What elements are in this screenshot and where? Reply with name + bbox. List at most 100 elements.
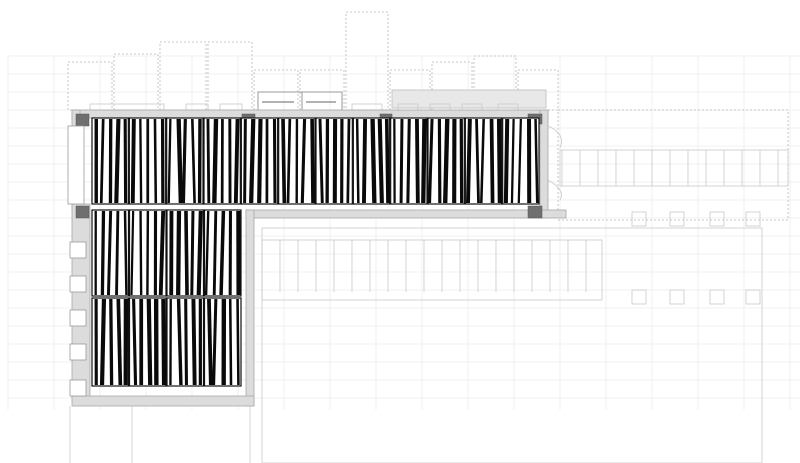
slat: [146, 119, 150, 203]
slat: [318, 119, 324, 203]
slat: [221, 299, 227, 385]
roof-strip: [391, 89, 547, 109]
slat: [139, 299, 144, 385]
slat: [99, 299, 107, 385]
slat: [115, 211, 120, 295]
slat: [236, 211, 241, 295]
slat: [167, 119, 172, 203]
slat: [139, 211, 143, 295]
slat: [219, 211, 226, 295]
slat: [169, 211, 174, 295]
slat: [176, 119, 184, 203]
extension-lines: [69, 406, 251, 463]
slat: [184, 211, 189, 295]
slat: [452, 119, 457, 203]
slat: [443, 119, 450, 203]
slat: [123, 119, 128, 203]
slat: [106, 211, 113, 295]
slat: [212, 299, 218, 385]
slat: [197, 119, 202, 203]
slat: [204, 211, 210, 295]
slat: [207, 299, 213, 385]
slat: [123, 299, 129, 385]
slat: [243, 119, 247, 203]
slat: [265, 119, 269, 203]
slat: [184, 299, 188, 385]
slat-bays: [91, 117, 540, 387]
slat: [393, 119, 396, 203]
slat: [496, 119, 502, 203]
slat: [123, 211, 128, 295]
slat: [158, 211, 166, 295]
slat: [228, 211, 232, 295]
slat: [228, 119, 232, 203]
slat: [236, 299, 240, 385]
slat: [176, 211, 182, 295]
slat: [475, 119, 480, 203]
slat: [406, 119, 411, 203]
slat: [228, 299, 233, 385]
slat: [153, 299, 159, 385]
slat: [176, 299, 183, 385]
slat: [161, 299, 166, 385]
slat: [191, 119, 196, 203]
slat: [94, 299, 98, 385]
slat: [191, 299, 197, 385]
slat: [146, 299, 153, 385]
slat: [340, 119, 344, 203]
slat: [108, 119, 113, 203]
slat: [300, 119, 307, 203]
slat: [198, 299, 202, 385]
slat: [428, 119, 434, 203]
slat: [100, 211, 106, 295]
slat: [116, 299, 123, 385]
slat: [212, 211, 218, 295]
slat: [130, 211, 135, 295]
slat: [332, 119, 338, 203]
slat: [466, 119, 472, 203]
slat: [534, 119, 539, 203]
slat: [94, 211, 97, 295]
slat: [99, 119, 105, 203]
slat: [206, 119, 211, 203]
slat: [286, 119, 292, 203]
courtyard: [261, 125, 789, 463]
slat: [510, 119, 515, 203]
slat: [295, 119, 299, 203]
slat: [346, 119, 351, 203]
slat: [160, 119, 165, 203]
slat: [94, 119, 98, 203]
slat: [325, 119, 330, 203]
slat: [139, 119, 143, 203]
slat: [503, 119, 510, 203]
slat: [421, 119, 427, 203]
slat: [249, 119, 256, 203]
slat: [181, 119, 187, 203]
slat: [480, 119, 485, 203]
slat: [132, 299, 138, 385]
piers: [631, 211, 761, 305]
slat: [415, 119, 420, 203]
slat: [114, 119, 121, 203]
courtyard-seating-rows: [261, 150, 779, 292]
slat: [399, 119, 404, 203]
slat: [361, 119, 368, 203]
slat: [196, 211, 203, 295]
slat: [190, 211, 195, 295]
slat: [257, 119, 263, 203]
slat: [212, 119, 219, 203]
slat: [220, 119, 224, 203]
slat: [153, 119, 158, 203]
slat: [370, 119, 377, 203]
slat: [233, 119, 240, 203]
slat: [130, 119, 136, 203]
slat: [384, 119, 390, 203]
slat: [489, 119, 495, 203]
slat: [169, 299, 172, 385]
slat: [437, 119, 442, 203]
slat: [146, 211, 150, 295]
slat: [527, 119, 532, 203]
slat: [281, 119, 287, 203]
slat: [517, 119, 522, 203]
